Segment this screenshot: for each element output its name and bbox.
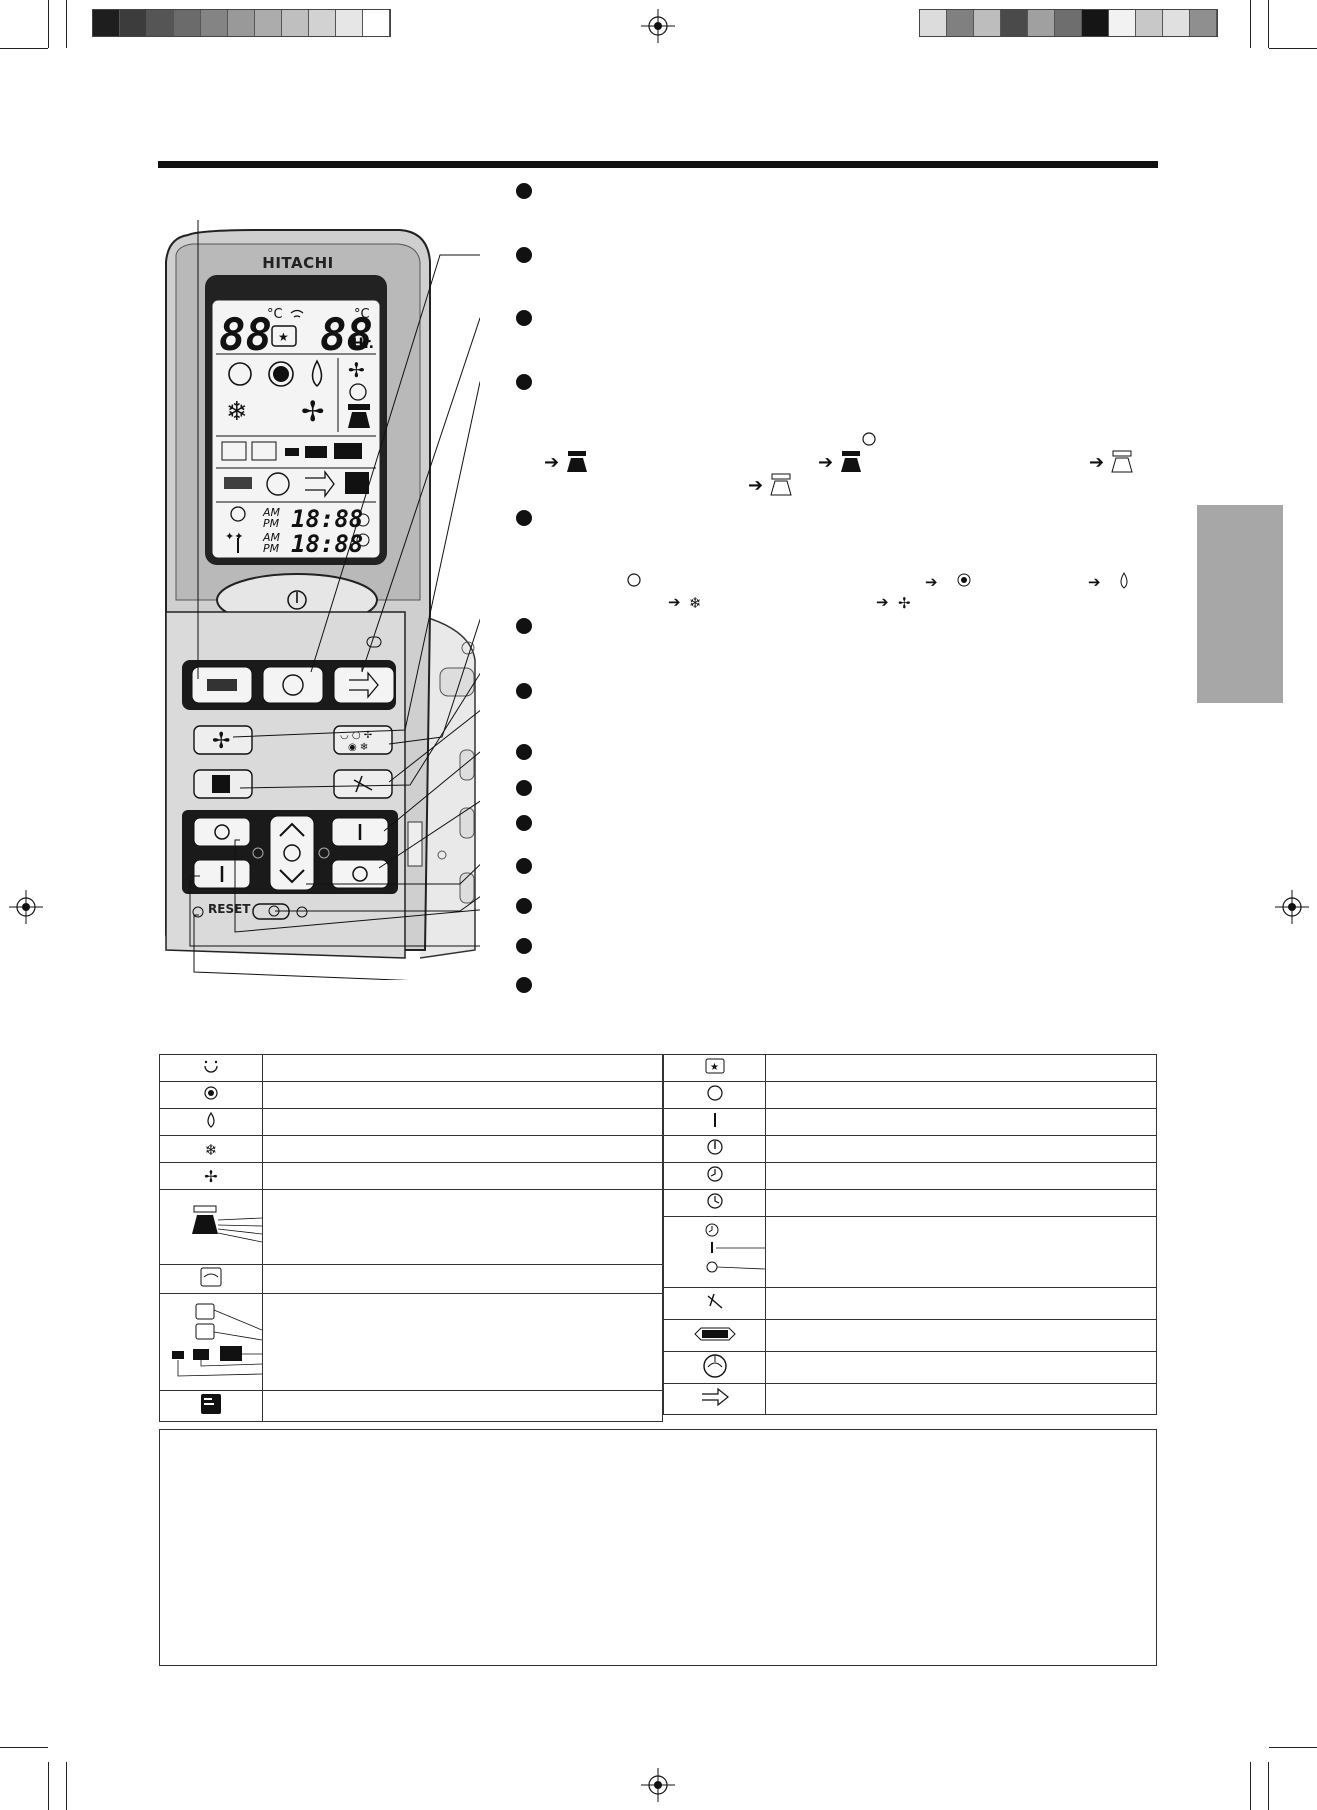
- registration-mark-right: [1275, 890, 1309, 924]
- notes-box: [159, 1429, 1157, 1666]
- callout-dot: [516, 898, 532, 914]
- star-icon: ★: [663, 1054, 766, 1082]
- heat-mode-icon: [159, 1081, 263, 1109]
- swing-icon: [159, 1264, 263, 1294]
- reset-label: RESET: [208, 902, 251, 916]
- svg-text:°C: °C: [354, 307, 370, 322]
- table-cell: [765, 1054, 1157, 1082]
- on-timer-icon: [663, 1108, 766, 1136]
- svg-text:◉ ❄: ◉ ❄: [348, 742, 368, 753]
- section-rule: [158, 161, 1158, 168]
- svg-text:◡ ○ ✢: ◡ ○ ✢: [340, 730, 372, 741]
- callout-dot: [516, 744, 532, 760]
- svg-text:88: 88: [320, 310, 373, 361]
- svg-text:★: ★: [710, 1062, 719, 1073]
- svg-text:✢: ✢: [348, 358, 365, 382]
- callout-dot: [516, 374, 532, 390]
- table-cell: [765, 1319, 1157, 1352]
- remote-control-illustration: 88 °C 88 °C Hr. ★ ❄ ✢ ✢ ✦✦ AM PM AM PM 1…: [165, 220, 480, 980]
- table-cell: [765, 1287, 1157, 1320]
- svg-text:PM: PM: [263, 542, 280, 555]
- callout-dot: [516, 618, 532, 634]
- table-cell: [262, 1189, 663, 1265]
- svg-text:➔: ➔: [748, 475, 763, 496]
- svg-text:Hr.: Hr.: [352, 336, 374, 352]
- callout-dot: [516, 510, 532, 526]
- filter-icon: [663, 1319, 766, 1352]
- nice-sleep-icon: [159, 1390, 263, 1422]
- svg-text:➔: ➔: [544, 452, 559, 473]
- svg-text:°C: °C: [267, 307, 283, 322]
- registration-mark-bottom: [641, 1768, 675, 1802]
- table-cell: [765, 1216, 1157, 1288]
- svg-text:AM: AM: [262, 531, 281, 544]
- louver-icon: [159, 1293, 263, 1391]
- callout-dot: [516, 247, 532, 263]
- svg-text:★: ★: [278, 330, 289, 344]
- timer-set-icon: [663, 1189, 766, 1217]
- off-timer-icon: [663, 1081, 766, 1109]
- powerful-icon: [663, 1383, 766, 1415]
- svg-text:➔: ➔: [1089, 452, 1104, 473]
- table-cell: [765, 1383, 1157, 1415]
- fan-mode-icon: ✢: [159, 1162, 263, 1190]
- louver-cancel-icon: [663, 1287, 766, 1320]
- table-cell: [262, 1390, 663, 1422]
- table-cell: [262, 1135, 663, 1163]
- iclean-icon: [663, 1351, 766, 1384]
- color-bar-right: [919, 9, 1218, 37]
- svg-text:18:88: 18:88: [291, 505, 363, 533]
- symbol-table-left: ❄ ✢: [159, 1054, 663, 1422]
- callout-dot: [516, 938, 532, 954]
- fan-speed-icon: [159, 1189, 263, 1265]
- callout-dot: [516, 977, 532, 993]
- svg-text:❄: ❄: [226, 397, 248, 427]
- table-cell: [765, 1162, 1157, 1190]
- callout-dot: [516, 183, 532, 199]
- table-cell: [765, 1135, 1157, 1163]
- cool-mode-icon: ❄: [159, 1135, 263, 1163]
- svg-text:PM: PM: [263, 517, 280, 530]
- symbol-table-right: ★: [663, 1054, 1157, 1415]
- svg-text:✢: ✢: [212, 729, 230, 754]
- svg-text:AM: AM: [262, 506, 281, 519]
- svg-text:✢: ✢: [301, 395, 324, 428]
- callout-dot: [516, 310, 532, 326]
- callout-dot: [516, 815, 532, 831]
- auto-mode-icon: [159, 1054, 263, 1082]
- svg-text:✢: ✢: [898, 594, 911, 610]
- svg-text:➔: ➔: [668, 593, 681, 610]
- svg-text:➔: ➔: [876, 593, 889, 610]
- table-cell: [765, 1108, 1157, 1136]
- table-cell: [262, 1081, 663, 1109]
- callout-dot: [516, 780, 532, 796]
- registration-mark-left: [9, 890, 43, 924]
- table-cell: [765, 1351, 1157, 1384]
- lcd-temperature-digits: 88: [219, 310, 272, 361]
- registration-mark-top: [641, 9, 675, 43]
- svg-text:➔: ➔: [925, 573, 938, 591]
- dry-mode-icon: [159, 1108, 263, 1136]
- fan-speed-sequence: ➔ ➔ ➔ ➔ ➔ ➔ ➔ ❄ ➔ ✢: [544, 432, 1133, 610]
- remote-brand-logo: HITACHI: [262, 254, 334, 272]
- timer-icon: [663, 1162, 766, 1190]
- power-icon: [663, 1135, 766, 1163]
- table-cell: [262, 1054, 663, 1082]
- section-side-tab: [1197, 505, 1283, 703]
- table-cell: [765, 1189, 1157, 1217]
- table-cell: [262, 1108, 663, 1136]
- table-cell: [262, 1162, 663, 1190]
- callout-dot: [516, 858, 532, 874]
- svg-text:✦✦: ✦✦: [225, 530, 243, 543]
- table-cell: [765, 1081, 1157, 1109]
- table-cell: [262, 1264, 663, 1294]
- color-bar-left: [92, 9, 391, 37]
- table-cell: [262, 1293, 663, 1391]
- svg-text:18:88: 18:88: [291, 530, 363, 558]
- on-off-timer-icon: [663, 1216, 766, 1288]
- svg-text:➔: ➔: [818, 452, 833, 473]
- callout-dot: [516, 683, 532, 699]
- svg-text:❄: ❄: [689, 594, 702, 610]
- svg-text:➔: ➔: [1088, 573, 1101, 591]
